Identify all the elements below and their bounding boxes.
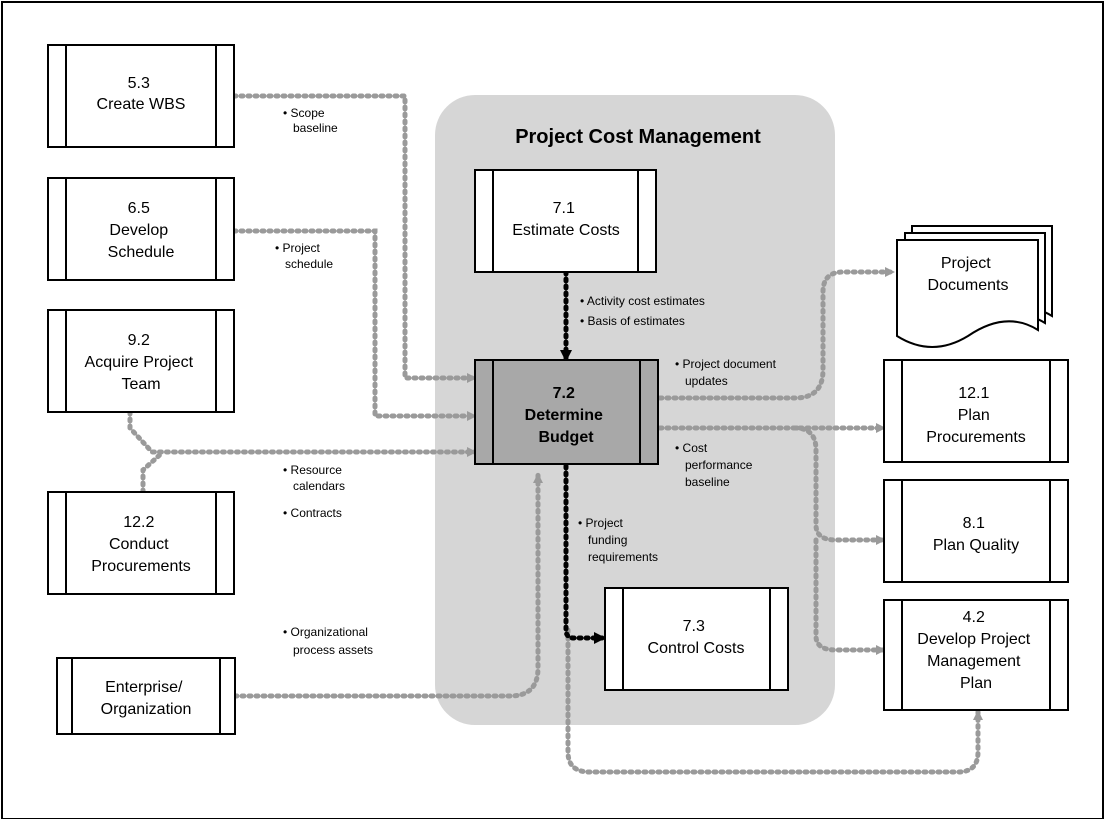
box-number: 6.5	[128, 200, 150, 217]
flow-funding	[563, 463, 607, 644]
box-number: 7.1	[553, 200, 575, 217]
box-number: 12.1	[958, 385, 989, 402]
box-develop-pm-plan[interactable]: 4.2 Develop Project Management Plan	[883, 599, 1069, 711]
flow-resource-calendars	[127, 409, 478, 457]
internal-flows	[560, 269, 607, 644]
box-label-line: Budget	[538, 429, 594, 446]
svg-text:8.1 Plan Quality: 8.1 Plan Quality	[933, 515, 1019, 554]
box-label-line: Team	[121, 376, 160, 393]
project-documents-stack[interactable]: Project Documents	[896, 225, 1053, 348]
flow-opa	[232, 472, 543, 699]
svg-text:9.2 Acquire Project: 9.2 Acquire Project Team	[85, 332, 198, 393]
note-opa: • Organizational process assets	[283, 625, 373, 657]
box-conduct-procurements[interactable]: 12.2 Conduct Procurements	[47, 491, 235, 595]
flow-funding-to-pm-plan	[565, 627, 983, 775]
box-label-line: Project	[941, 255, 991, 272]
box-number: 12.2	[123, 514, 154, 531]
svg-text:7.2 Determine Budg: 7.2 Determine Budget	[525, 385, 608, 446]
note-resources: • Resource calendars	[283, 463, 345, 493]
box-enterprise[interactable]: Enterprise/ Organization	[56, 657, 236, 735]
flow-to-plan-quality	[792, 425, 887, 545]
box-label-line: Organization	[101, 701, 192, 718]
box-label-line: Control Costs	[648, 640, 745, 657]
box-label-line: Develop	[109, 222, 168, 239]
box-number: 4.2	[963, 609, 985, 626]
box-label-line: Documents	[928, 277, 1009, 294]
box-number: 8.1	[963, 515, 985, 532]
box-estimate-costs[interactable]: 7.1 Estimate Costs	[474, 169, 657, 273]
note-schedule: • Project schedule	[275, 241, 333, 271]
box-acquire-team[interactable]: 9.2 Acquire Project Team	[47, 309, 235, 413]
svg-text:12.2 Conduct Procu: 12.2 Conduct Procurements	[91, 514, 191, 575]
flow-to-pm-plan	[813, 537, 887, 655]
box-label-line: Enterprise/	[105, 679, 183, 696]
note-cost-baseline: • Cost performance baseline	[675, 441, 756, 489]
box-label-line: Procurements	[91, 558, 191, 575]
box-develop-schedule[interactable]: 6.5 Develop Schedule	[47, 177, 235, 281]
svg-text:Project Documents: Project Documents	[928, 255, 1009, 294]
flow-project-schedule	[231, 228, 478, 421]
box-label-line: Procurements	[926, 429, 1026, 446]
box-label-line: Conduct	[109, 536, 169, 553]
svg-text:6.5 Develop Schedu: 6.5 Develop Schedule	[108, 200, 175, 261]
box-label-line: Create WBS	[97, 96, 186, 113]
box-label-line: Plan Quality	[933, 537, 1019, 554]
flow-contracts	[140, 449, 166, 495]
note-scope: • Scope baseline	[283, 106, 338, 135]
box-number: 5.3	[128, 75, 150, 92]
svg-text:12.1 Plan Procurem: 12.1 Plan Procurements	[926, 385, 1026, 446]
box-number: 9.2	[128, 332, 150, 349]
box-plan-quality[interactable]: 8.1 Plan Quality	[883, 479, 1069, 583]
note-contracts: • Contracts	[283, 506, 342, 520]
box-determine-budget[interactable]: 7.2 Determine Budget	[474, 359, 659, 465]
box-label-line: Plan	[958, 407, 990, 424]
box-label-line: Determine	[525, 407, 603, 424]
flow-scope-baseline	[231, 93, 478, 383]
note-funding: • Project funding requirements	[578, 516, 658, 564]
box-create-wbs[interactable]: 5.3 Create WBS	[47, 44, 235, 148]
region-title: Project Cost Management	[515, 126, 761, 148]
flow-doc-updates	[657, 267, 896, 401]
box-label-line: Plan	[960, 675, 992, 692]
box-control-costs[interactable]: 7.3 Control Costs	[604, 587, 789, 691]
note-estimates: • Activity cost estimates • Basis of est…	[580, 294, 708, 328]
svg-text:4.2 Develop Project: 4.2 Develop Project Management Plan	[917, 609, 1034, 692]
box-number: 7.3	[683, 618, 705, 635]
box-label-line: Estimate Costs	[512, 222, 620, 239]
svg-text:5.3 Create WBS: 5.3 Create WBS	[97, 75, 186, 113]
svg-text:Enterprise/ Organization: Enterprise/ Organization	[101, 679, 192, 718]
svg-text:7.3 Control Costs: 7.3 Control Costs	[648, 618, 745, 657]
box-label-line: Management	[927, 653, 1021, 670]
box-plan-procurements[interactable]: 12.1 Plan Procurements	[883, 359, 1069, 463]
box-number: 7.2	[553, 385, 575, 402]
input-flows	[127, 93, 983, 775]
box-label-line: Acquire Project	[85, 354, 194, 371]
note-doc-updates: • Project document updates	[675, 357, 779, 388]
svg-text:7.1 Estimate Costs: 7.1 Estimate Costs	[512, 200, 620, 239]
box-label-line: Schedule	[108, 244, 175, 261]
box-label-line: Develop Project	[917, 631, 1031, 648]
